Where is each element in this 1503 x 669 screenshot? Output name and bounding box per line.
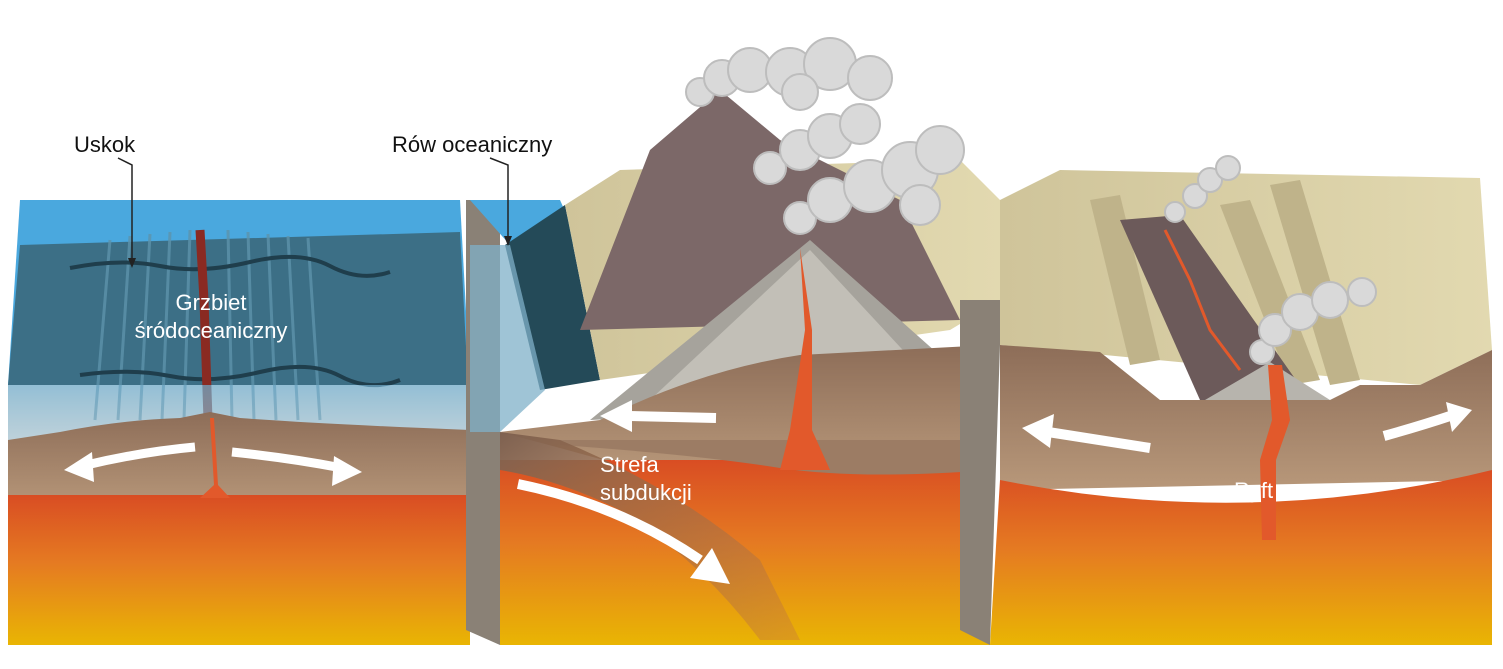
arrow-left-head [600, 400, 632, 432]
arrow-left-head [64, 452, 94, 482]
trench-pointer-head [504, 236, 512, 246]
arrow-right-head [1446, 402, 1472, 432]
fault-label: Uskok [74, 132, 136, 157]
arrow-left-head [1022, 414, 1054, 448]
trench-pointer [489, 157, 509, 240]
smoke-plume-icon [685, 37, 893, 111]
arrow-subduction-head [690, 548, 730, 584]
ridge-block [8, 200, 470, 645]
trench-label: Rów oceaniczny [392, 132, 553, 157]
volcano-icon [1205, 362, 1330, 400]
arrow-subduction-icon [516, 479, 703, 565]
fault-crack-lower [79, 364, 401, 388]
subduction-label-line2: subdukcji [600, 480, 692, 505]
fault-pointer-head [128, 258, 136, 268]
ridge-magma-line [195, 229, 213, 421]
trench-front-water [470, 245, 545, 432]
subduction-label-line1: Strefa [600, 452, 659, 477]
subducting-slab [500, 432, 800, 640]
ridge-mantle [8, 495, 470, 645]
arrow-right-icon [231, 447, 343, 473]
subduction-block [466, 37, 1000, 645]
rift-crack [1163, 229, 1242, 371]
rift-block [960, 155, 1492, 645]
arrow-left-icon [627, 411, 717, 423]
smoke-plume-icon [1249, 277, 1377, 365]
rift-terraces [1090, 180, 1360, 385]
ridge-dike [200, 418, 230, 498]
rift-label: Ryft [1234, 478, 1274, 503]
rift-side-face [960, 300, 1000, 645]
arrow-left-icon [1047, 427, 1151, 453]
continental-crust-lower [560, 440, 990, 475]
rift-mantle [990, 470, 1492, 645]
volcano-conduit [780, 248, 830, 470]
mountain-range [580, 90, 960, 330]
arrow-right-head [332, 456, 362, 486]
ridge-crust [8, 412, 470, 510]
trench-wall [505, 205, 600, 390]
smoke-plume-icon [783, 125, 965, 235]
ridge-label-line2: śródoceaniczny [134, 318, 288, 343]
smoke-plume-icon [753, 103, 881, 185]
fault-pointer [117, 157, 133, 262]
ridge-label-line1: Grzbiet [175, 290, 247, 315]
rift-crust [1000, 345, 1492, 490]
smoke-plume-icon [1164, 155, 1241, 223]
arrow-right-icon [1382, 411, 1452, 441]
rift-conduit [1260, 365, 1290, 540]
arrow-left-icon [80, 442, 196, 471]
